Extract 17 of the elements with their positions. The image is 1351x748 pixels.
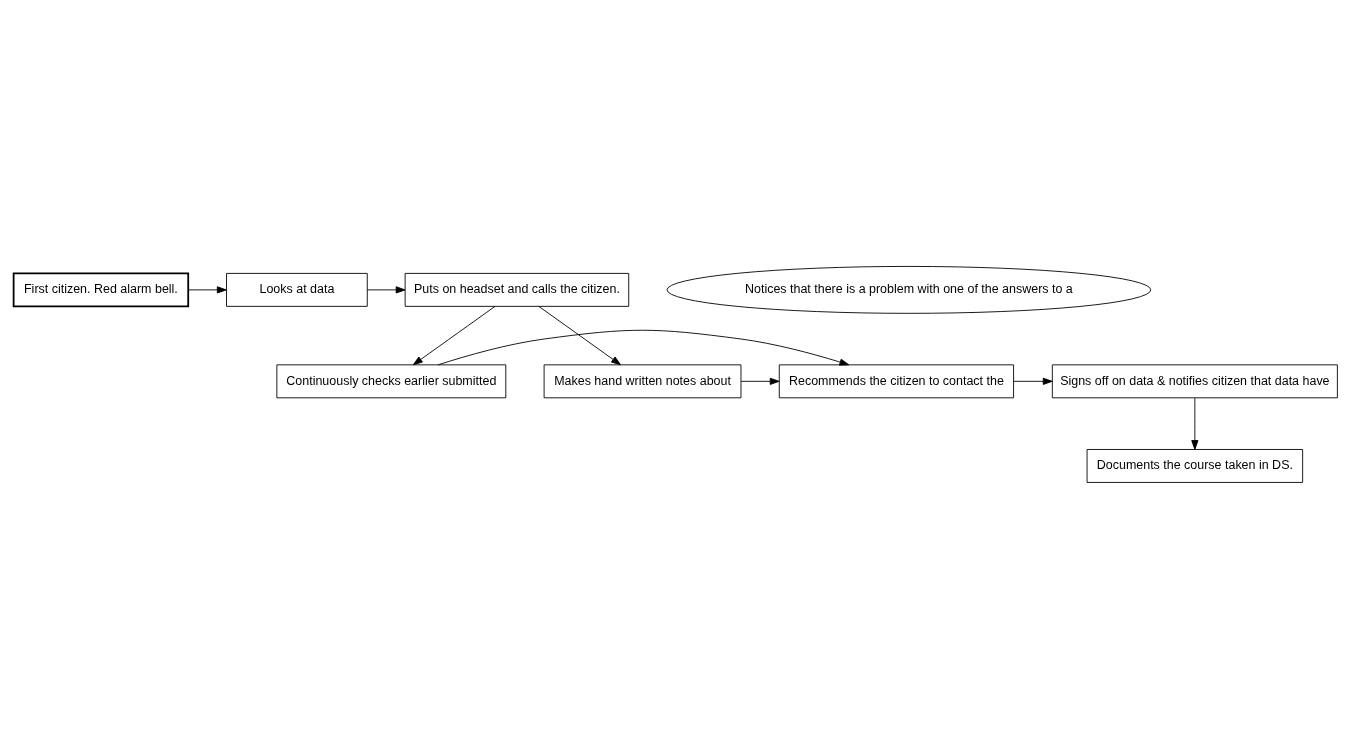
arrow	[412, 305, 496, 365]
arrow	[366, 285, 406, 293]
node-box: Puts on headset and calls the citizen.	[404, 272, 630, 307]
arrow	[1013, 377, 1053, 385]
arrow	[1191, 397, 1199, 450]
arrow	[740, 377, 780, 385]
node-ellipse: Notices that there is a problem with one of the answers to a	[666, 265, 1152, 314]
node-box: Continuously checks earlier submitted	[276, 363, 507, 398]
arrow	[538, 305, 621, 365]
node-box: Documents the course taken in DS.	[1086, 448, 1304, 483]
node-box: Makes hand written notes about	[543, 363, 742, 398]
node-box: Signs off on data & notifies citizen that data have	[1051, 363, 1338, 398]
node-box: Looks at data	[226, 272, 368, 307]
node-box: Recommends the citizen to contact the	[778, 363, 1014, 398]
node-box: First citizen. Red alarm bell.	[12, 272, 190, 307]
arrow	[188, 285, 227, 293]
arrow	[437, 329, 850, 366]
